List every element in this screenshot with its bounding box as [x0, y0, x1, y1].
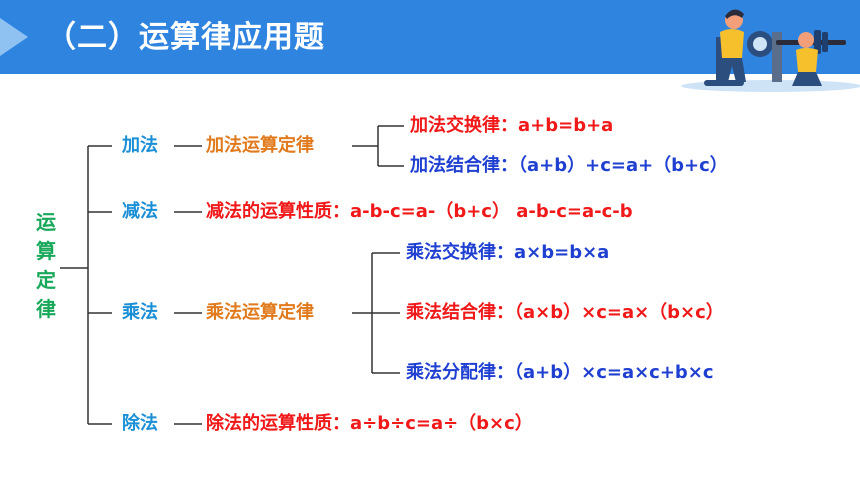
law-name-multiply: 乘法运算定律	[206, 302, 314, 323]
subtract-property: 减法的运算性质：a-b-c=a-（b+c） a-b-c=a-c-b	[206, 201, 633, 222]
page-title: （二）运算律应用题	[46, 20, 325, 55]
root-label: 运算定律	[36, 210, 56, 321]
divide-property: 除法的运算性质：a÷b÷c=a÷（b×c）	[206, 413, 533, 434]
add-commutative-law: 加法交换律：a+b=b+a	[410, 115, 614, 136]
law-name-add: 加法运算定律	[206, 135, 314, 156]
multiply-distributive-law: 乘法分配律：（a+b）×c=a×c+b×c	[406, 362, 714, 383]
add-associative-law: 加法结合律：（a+b）+c=a+（b+c）	[410, 155, 728, 176]
multiply-commutative-law: 乘法交换律：a×b=b×a	[406, 242, 610, 263]
branch-label-add: 加法	[122, 135, 158, 156]
branch-label-subtract: 减法	[122, 201, 158, 222]
branch-label-multiply: 乘法	[122, 302, 158, 323]
fitness-people-illustration	[681, 9, 860, 92]
multiply-associative-law: 乘法结合律：（a×b）×c=a×（b×c）	[406, 302, 724, 323]
branch-label-divide: 除法	[122, 413, 158, 434]
